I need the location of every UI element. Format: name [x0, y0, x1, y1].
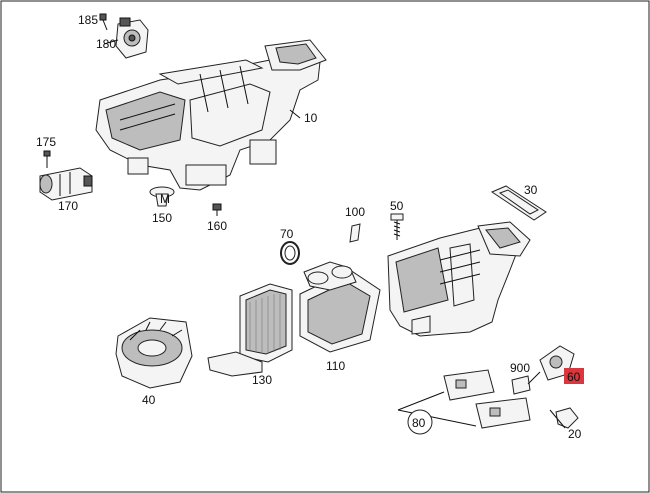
label-50: 50	[390, 199, 404, 213]
label-30: 30	[524, 183, 538, 197]
label-80-circle	[407, 409, 433, 435]
part-50-bolt	[390, 213, 404, 240]
leader-20	[549, 409, 566, 429]
label-900: 900	[510, 361, 530, 375]
leader-10	[289, 109, 301, 119]
label-170: 170	[58, 199, 78, 213]
part-175-screw	[43, 150, 51, 168]
label-60-highlight	[564, 368, 584, 384]
label-175: 175	[36, 135, 56, 149]
label-150: 150	[152, 211, 172, 225]
label-110: 110	[326, 359, 345, 373]
part-distribution-housing[interactable]	[387, 221, 531, 337]
part-185-screw	[99, 13, 108, 31]
part-80-brackets[interactable]	[397, 369, 531, 429]
part-130-evaporator[interactable]	[207, 283, 293, 377]
part-10-heater-housing[interactable]	[95, 39, 327, 191]
label-60[interactable]: 60	[567, 370, 581, 384]
label-130: 130	[252, 373, 272, 387]
part-160-screw	[212, 203, 222, 216]
part-150-clip: M	[149, 186, 175, 207]
label-70: 70	[280, 227, 294, 241]
part-110-heater-core[interactable]	[299, 261, 381, 353]
label-40: 40	[142, 393, 156, 407]
label-185: 185	[78, 13, 98, 27]
label-160: 160	[207, 219, 227, 233]
part-30-gasket[interactable]	[490, 185, 547, 221]
label-100: 100	[345, 205, 365, 219]
label-10: 10	[304, 111, 318, 125]
leader-180	[103, 39, 119, 45]
part-70-seal-ring	[280, 241, 300, 265]
part-170-servo-motor[interactable]	[39, 167, 93, 201]
part-900-pad	[511, 375, 531, 395]
label-20: 20	[568, 427, 582, 441]
part-40-blower[interactable]	[115, 317, 193, 389]
part-100-clip	[349, 223, 361, 243]
label-80: 80	[412, 416, 426, 430]
svg-text:M: M	[160, 192, 170, 206]
part-180-actuator[interactable]	[115, 17, 149, 59]
label-180: 180	[96, 37, 116, 51]
part-20-connector	[555, 407, 579, 429]
